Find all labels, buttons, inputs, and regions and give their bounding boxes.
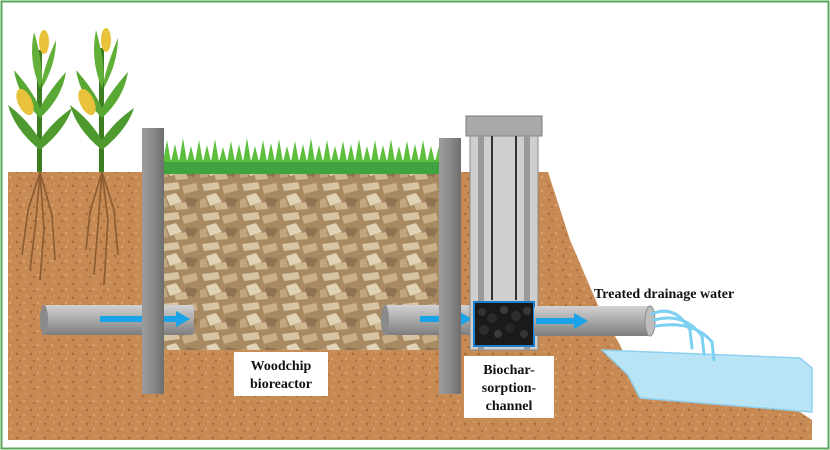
corn-plant-icon xyxy=(8,28,134,286)
biochar-sorption-tower xyxy=(465,115,543,351)
woodchip-label-line2: bioreactor xyxy=(250,377,312,392)
flow-arrow-icon xyxy=(536,313,588,329)
biochar-label-line2: sorption- xyxy=(482,381,537,396)
water-stream-icon xyxy=(650,309,716,362)
woodchip-label-line1: Woodchip xyxy=(251,359,312,374)
grass-icon xyxy=(163,138,440,174)
biochar-label-line1: Biochar- xyxy=(483,363,535,378)
biochar-label-line3: channel xyxy=(486,399,533,414)
woodchip-label-box: Woodchip bioreactor xyxy=(234,352,328,396)
right-control-post xyxy=(439,138,461,394)
biochar-label-box: Biochar- sorption- channel xyxy=(464,356,554,418)
outlet-pipe xyxy=(534,305,656,337)
treated-water-label: Treated drainage water xyxy=(594,287,734,302)
drainage-water-body xyxy=(600,349,813,413)
left-control-post xyxy=(142,128,164,394)
flow-arrow-icon xyxy=(100,311,190,327)
